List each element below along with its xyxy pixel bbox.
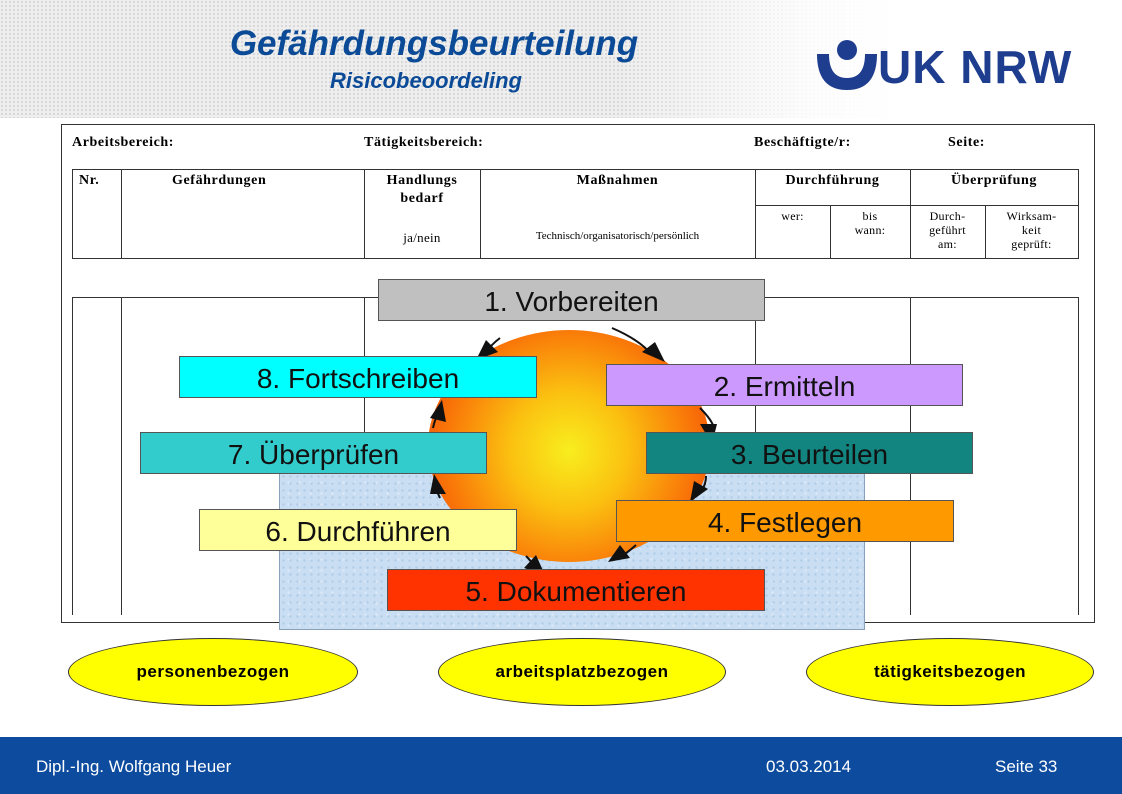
footer-page-number: Seite 33 [995, 757, 1058, 776]
arrow-head-7-8 [430, 400, 446, 422]
step-8-fortschreiben: 8. Fortschreiben [179, 356, 537, 398]
table-line [72, 258, 1079, 259]
col-massnahmen-sub: Technisch/organisatorisch/persönlich [535, 230, 700, 242]
col-handlungsbedarf-line2: bedarf [400, 191, 444, 206]
col-durchgefuehrt-line1: Durch- [929, 209, 966, 223]
table-line [72, 169, 1079, 170]
table-line [985, 205, 986, 259]
table-line [830, 205, 831, 259]
table-line [72, 169, 73, 259]
arrow-head-3-4 [690, 481, 708, 502]
table-line [1078, 169, 1079, 259]
step-2-ermitteln: 2. Ermitteln [606, 364, 963, 406]
col-handlungsbedarf-sub: ja/nein [403, 230, 441, 245]
label-seite: Seite: [948, 135, 986, 150]
col-ueberpruefung: Überprüfung [951, 173, 1037, 188]
page-title: Gefährdungsbeurteilung [229, 24, 639, 63]
step-4-festlegen: 4. Festlegen [616, 500, 954, 542]
col-durchfuehrung: Durchführung [785, 173, 880, 188]
category-personenbezogen: personenbezogen [68, 638, 358, 706]
col-wirksamkeit-line1: Wirksam- [1006, 209, 1057, 223]
logo-text: UK NRW [878, 41, 1073, 93]
table-line [755, 205, 1079, 206]
arrow-head-8-1 [476, 340, 498, 360]
category-arbeitsplatzbezogen: arbeitsplatzbezogen [438, 638, 726, 706]
footer-author: Dipl.-Ing. Wolfgang Heuer [36, 757, 232, 776]
footer-bar [0, 737, 1122, 794]
footer-date: 03.03.2014 [766, 757, 852, 776]
table-line [121, 169, 122, 259]
table-line [910, 169, 911, 259]
col-wirksamkeit-line2: keit [1021, 223, 1042, 237]
col-gefaehrdungen: Gefährdungen [172, 173, 267, 188]
step-3-beurteilen: 3. Beurteilen [646, 432, 973, 474]
col-bis-line2: wann: [854, 223, 886, 237]
arrow-head-1-2 [642, 342, 665, 362]
col-handlungsbedarf-line1: Handlungs [386, 173, 458, 188]
table-line [364, 169, 365, 259]
table-line [72, 297, 73, 615]
col-nr: Nr. [79, 173, 100, 188]
table-line [1078, 297, 1079, 615]
col-wirksamkeit-line3: geprüft: [1011, 237, 1052, 251]
col-wer: wer: [781, 209, 804, 223]
page-subtitle: Risicobeoordeling [330, 68, 522, 93]
label-taetigkeitsbereich: Tätigkeitsbereich: [364, 135, 484, 150]
step-6-durchfuehren: 6. Durchführen [199, 509, 517, 551]
step-7-ueberpruefen: 7. Überprüfen [140, 432, 487, 474]
step-1-vorbereiten: 1. Vorbereiten [378, 279, 765, 321]
uk-nrw-logo-icon [817, 40, 877, 90]
table-line [121, 297, 122, 615]
category-taetigkeitsbezogen: tätigkeitsbezogen [806, 638, 1094, 706]
label-beschaeftigte: Beschäftigte/r: [754, 135, 851, 150]
header-fade [0, 0, 1122, 118]
col-durchgefuehrt-line3: am: [938, 237, 957, 251]
label-arbeitsbereich: Arbeitsbereich: [72, 135, 175, 150]
table-line [480, 169, 481, 259]
table-line [755, 169, 756, 259]
arrow-head-4-5 [608, 545, 630, 562]
step-5-dokumentieren: 5. Dokumentieren [387, 569, 765, 611]
col-massnahmen: Maßnahmen [576, 173, 659, 188]
arrow-head-6-7 [430, 474, 446, 494]
col-durchgefuehrt-line2: geführt [929, 223, 966, 237]
col-bis-line1: bis [862, 209, 878, 223]
